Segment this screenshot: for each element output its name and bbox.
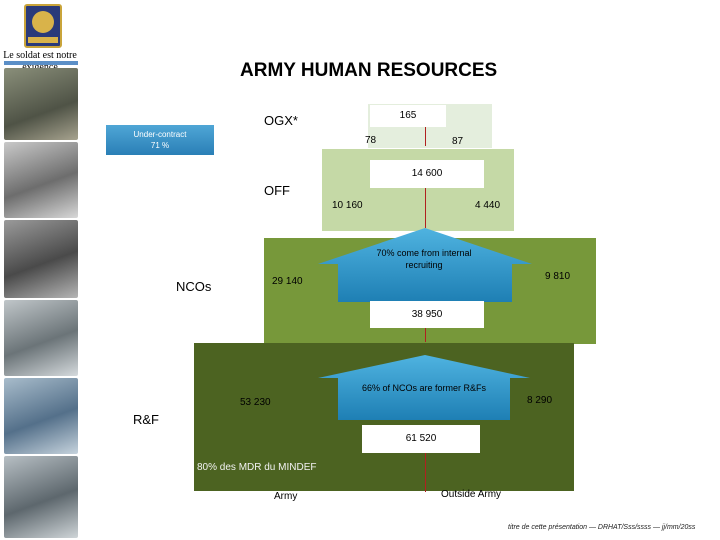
rf-promotion-arrow <box>318 355 530 420</box>
drhat-logo <box>24 4 62 48</box>
soldier-photo-2 <box>4 142 78 218</box>
footer-text: titre de cette présentation — DRHAT/Sss/… <box>508 524 696 531</box>
ncos-total-box: 38 950 <box>370 301 484 328</box>
ogx-total-box: 165 <box>370 105 446 127</box>
nco-recruiting-arrow <box>318 228 532 302</box>
soldier-photo-5 <box>4 378 78 454</box>
soldier-photo-1 <box>4 68 78 140</box>
ogx-right-value: 87 <box>452 136 464 147</box>
soldier-photo-6 <box>4 456 78 538</box>
ogx-left-value: 78 <box>365 135 377 146</box>
nco-divider <box>425 328 426 342</box>
under-contract-box: Under-contract 71 % <box>106 125 214 155</box>
rf-right-value: 8 290 <box>527 395 553 406</box>
rf-label: R&F <box>133 412 159 427</box>
rf-left-value: 53 230 <box>240 397 271 408</box>
under-contract-value: 71 % <box>150 141 170 150</box>
under-contract-label: Under-contract <box>133 130 187 139</box>
page-title: ARMY HUMAN RESOURCES <box>240 60 498 81</box>
off-total-box: 14 600 <box>370 160 484 188</box>
rf-arrow-text: 66% of NCOs are former R&Fs <box>361 383 487 393</box>
sidebar: Le soldat est notre exigence <box>0 0 80 540</box>
soldier-photo-4 <box>4 300 78 376</box>
nco-arrow-text: 70% come from internal recruiting <box>376 248 472 270</box>
rf-divider <box>425 452 426 492</box>
soldier-photo-3 <box>4 220 78 298</box>
army-label: Army <box>274 491 298 502</box>
slogan: Le soldat est notre exigence <box>3 50 77 73</box>
ncos-left-value: 29 140 <box>272 276 303 287</box>
ogx-divider <box>425 126 426 146</box>
off-right-value: 4 440 <box>475 200 501 211</box>
ncos-label: NCOs <box>176 279 212 294</box>
off-label: OFF <box>264 183 290 198</box>
off-left-value: 10 160 <box>332 200 363 211</box>
outside-army-label: Outside Army <box>441 489 502 500</box>
mindef-note: 80% des MDR du MINDEF <box>197 462 317 473</box>
off-divider <box>425 188 426 228</box>
ogx-label: OGX* <box>264 113 298 128</box>
ncos-right-value: 9 810 <box>545 271 571 282</box>
rf-total-box: 61 520 <box>362 425 480 453</box>
slogan-underline <box>4 61 78 65</box>
